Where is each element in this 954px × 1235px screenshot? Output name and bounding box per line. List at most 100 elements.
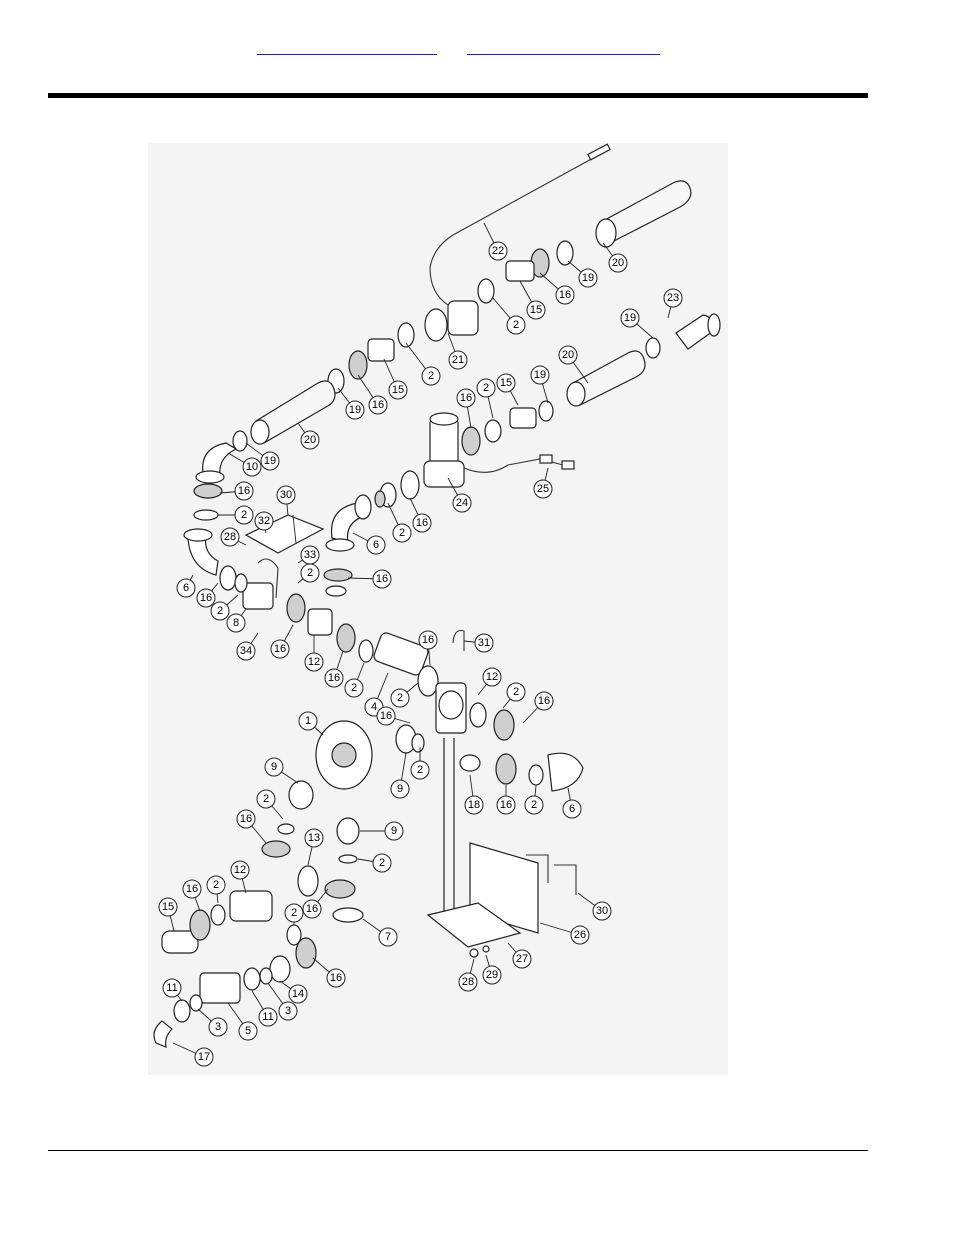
callout-label: 2	[483, 382, 489, 394]
callout-label: 16	[240, 813, 252, 825]
callout-label: 2	[428, 370, 434, 382]
barb-17	[154, 1021, 172, 1047]
callout-label: 19	[582, 272, 594, 284]
gasket-2d	[485, 420, 501, 442]
clamp-16h	[287, 594, 305, 622]
clamp-16f	[324, 569, 352, 581]
tee-12a	[308, 609, 332, 635]
callout-label: 10	[246, 461, 258, 473]
clamp-11b	[174, 1000, 190, 1022]
callout-label: 20	[562, 349, 574, 361]
callout-label: 12	[486, 671, 498, 683]
gasket-2g	[235, 574, 247, 592]
clamp-16c	[194, 484, 222, 498]
callout-label: 27	[516, 953, 528, 965]
fitting-18	[460, 755, 480, 771]
callout-label: 30	[280, 489, 292, 501]
u-bolt-31	[453, 631, 464, 652]
gasket-2a	[478, 279, 494, 303]
callout-label: 21	[452, 354, 464, 366]
nut-28	[470, 949, 478, 957]
gasket-2f	[326, 586, 346, 596]
callout-label: 3	[285, 1005, 291, 1017]
gasket-3a	[260, 968, 272, 984]
callout-label: 7	[385, 931, 391, 943]
callout-label: 16	[186, 883, 198, 895]
callout-label: 3	[215, 1021, 221, 1033]
callout-label: 16	[306, 903, 318, 915]
valve-24-base	[424, 461, 464, 487]
clamp-16l	[496, 754, 516, 784]
clamp-16o	[190, 910, 210, 940]
callout-label: 2	[213, 879, 219, 891]
elbow-6-left-mouth	[184, 529, 212, 541]
diagram-svg: 2220191615221215161920191023192019152162…	[148, 143, 728, 1075]
pipe-20-top-end	[596, 219, 616, 247]
callout-label: 8	[233, 617, 239, 629]
callout-label: 5	[245, 1025, 251, 1037]
callout-label: 16	[376, 573, 388, 585]
callout-label: 2	[217, 605, 223, 617]
callout-label: 2	[417, 764, 423, 776]
callout-label: 1	[305, 715, 311, 727]
callout-label: 30	[596, 905, 608, 917]
gasket-2k	[529, 765, 543, 785]
callout-label: 12	[234, 864, 246, 876]
strainer-12c	[230, 891, 272, 921]
clamp-16d	[462, 427, 480, 455]
gasket-2h	[359, 640, 373, 662]
clamp-16e-inner	[375, 491, 385, 507]
header-link-2[interactable]	[467, 36, 660, 55]
elbow-23-mouth	[708, 314, 720, 336]
valve-21-face	[425, 309, 447, 341]
clamp-16p	[296, 938, 316, 968]
connector-25b	[562, 461, 574, 469]
callout-label: 12	[308, 656, 320, 668]
callout-label: 2	[399, 527, 405, 539]
clamp-16b	[349, 351, 367, 379]
callout-label: 16	[328, 672, 340, 684]
callout-label: 19	[349, 404, 361, 416]
callout-label: 16	[330, 972, 342, 984]
callout-label: 15	[392, 384, 404, 396]
callout-label: 18	[468, 799, 480, 811]
header-links	[0, 36, 954, 60]
footer-rule	[48, 1150, 868, 1151]
callout-label: 16	[416, 517, 428, 529]
callout-label: 2	[307, 567, 313, 579]
callout-label: 28	[462, 976, 474, 988]
callout-label: 16	[500, 799, 512, 811]
callout-label: 19	[264, 455, 276, 467]
clamp-16n	[325, 880, 355, 898]
callout-label: 2	[241, 509, 247, 521]
clamp-16g	[220, 566, 236, 590]
callout-label: 26	[574, 929, 586, 941]
gasket-2l	[339, 855, 357, 863]
callout-label: 6	[373, 539, 379, 551]
callout-label: 9	[397, 783, 403, 795]
clamp-19a	[557, 241, 573, 265]
callout-label: 15	[162, 901, 174, 913]
exploded-parts-diagram: 2220191615221215161920191023192019152162…	[148, 143, 728, 1075]
pipe-20-mid-end	[251, 420, 269, 444]
callout-label: 2	[397, 692, 403, 704]
callout-label: 11	[166, 982, 177, 994]
callout-label: 25	[537, 483, 549, 495]
fitting-15a	[506, 261, 534, 281]
callout-label: 33	[304, 549, 316, 561]
washer-29	[483, 946, 489, 952]
header-link-1[interactable]	[257, 36, 437, 55]
callout-label: 13	[308, 832, 320, 844]
callout-label: 16	[422, 634, 434, 646]
callout-label: 32	[258, 515, 270, 527]
fitting-9c	[337, 818, 359, 844]
pump-1-hub	[332, 743, 356, 767]
callout-label: 15	[500, 377, 512, 389]
callout-label: 20	[612, 257, 624, 269]
gasket-2c	[194, 510, 218, 520]
callout-label: 22	[492, 245, 504, 257]
gasket-3b	[190, 995, 202, 1011]
clamp-16e	[401, 471, 419, 499]
callout-label: 24	[456, 497, 468, 509]
valve-5	[200, 973, 240, 1003]
